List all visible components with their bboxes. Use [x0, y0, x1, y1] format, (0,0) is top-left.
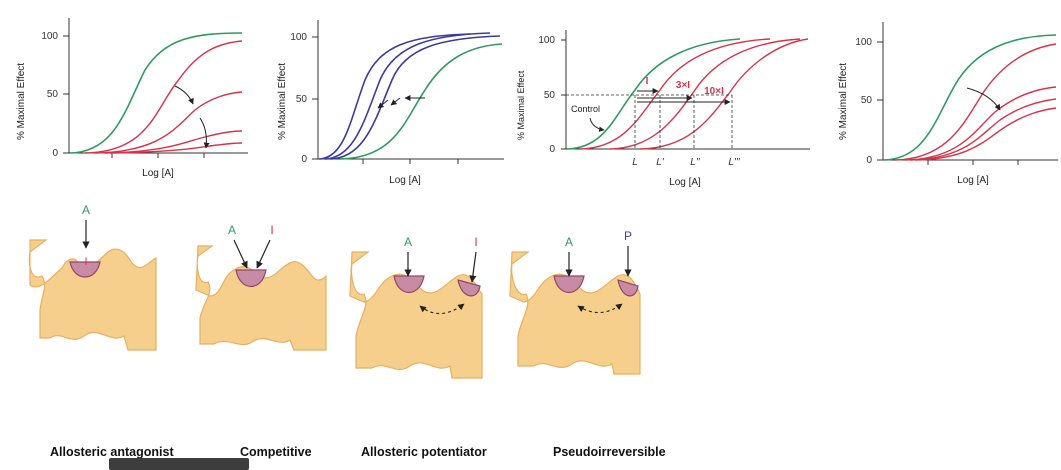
pseudo-curve-1 [894, 43, 1057, 161]
competitive-curve-3 [329, 35, 501, 160]
y-axis-label: % Maximal Effect [838, 63, 849, 140]
pseudo-curve-2 [904, 86, 1057, 161]
ligand-label-I: I [84, 256, 87, 268]
y-tick-50: 50 [47, 89, 59, 100]
shift-arrow [966, 87, 1001, 111]
x-axis-label: Log [A] [669, 177, 701, 188]
control-label: Control [571, 104, 600, 114]
ligand-arrow-A [233, 239, 248, 269]
shift-arrow-1 [174, 85, 194, 105]
shift-label-10x: 10×I [704, 86, 724, 97]
control-curve [69, 32, 243, 154]
antagonist-curve-3 [104, 130, 243, 154]
x-mark-L3: L''' [728, 157, 740, 168]
y-tick-100: 100 [855, 37, 872, 48]
control-curve [566, 38, 741, 150]
receptor-pseudoirreversible: A P [509, 229, 641, 375]
receptor-body [509, 251, 641, 375]
y-tick-50: 50 [544, 90, 556, 101]
shift-arrow-2 [390, 97, 401, 106]
binding-site-orthosteric [553, 275, 585, 293]
y-tick-100: 100 [538, 35, 555, 46]
receptor-competitive: A I [195, 223, 327, 351]
ligand-label-I: I [270, 223, 273, 237]
ligand-label-A: A [404, 235, 412, 249]
x-axis-label: Log [A] [142, 168, 174, 179]
y-tick-0: 0 [549, 144, 555, 155]
antagonist-curve-2 [94, 91, 243, 154]
cooperativity-arrow [577, 303, 623, 314]
receptor-allosteric-antagonist: A I [28, 203, 157, 351]
binding-site [69, 261, 101, 278]
shifted-curve-3 [639, 38, 809, 150]
x-mark-L2: L'' [690, 157, 700, 168]
binding-site-allosteric [457, 279, 481, 297]
receptor-body [349, 251, 483, 379]
ligand-label-A: A [82, 203, 90, 217]
ligand-label-P: P [624, 229, 632, 243]
shifted-curve-1 [579, 38, 771, 150]
x-mark-L1: L' [656, 157, 665, 168]
receptor-body [28, 239, 157, 351]
y-tick-50: 50 [296, 94, 308, 105]
cooperativity-arrow [419, 303, 465, 315]
y-tick-100: 100 [41, 31, 58, 42]
x-axis-label: Log [A] [957, 175, 989, 186]
antagonist-curve-1 [84, 40, 243, 154]
binding-site [235, 269, 267, 287]
y-axis-label: % Maximal Effect [516, 70, 526, 140]
x-axis-label: Log [A] [389, 175, 421, 186]
ligand-arrow-I [256, 239, 271, 269]
y-tick-0: 0 [52, 148, 58, 159]
caption-allosteric-potentiator: Allosteric potentiator [361, 445, 487, 459]
y-axis-label: % Maximal Effect [277, 63, 288, 140]
ligand-arrow-I [469, 251, 477, 283]
competitive-curve-2 [324, 32, 491, 160]
caption-allosteric-antagonist: Allosteric antagonist [50, 445, 174, 459]
y-axis-label: % Maximal Effect [16, 63, 27, 140]
shift-arrow-2 [199, 117, 210, 149]
competitive-control-curve [339, 43, 503, 160]
competitive-curve-1 [318, 33, 471, 160]
pseudo-curve-3 [909, 98, 1057, 161]
ligand-label-I: I [474, 235, 477, 249]
control-curve [883, 34, 1057, 161]
receptor-body [195, 245, 327, 351]
ligand-label-A: A [228, 223, 236, 237]
shift-label-1x: I [646, 76, 649, 87]
binding-site-orthosteric [393, 275, 425, 293]
caption-pseudoirreversible: Pseudoirreversible [553, 445, 666, 459]
panel-allosteric-antagonist: % Maximal Effect 100 50 0 Log [A] [16, 18, 248, 179]
shift-label-3x: 3×I [676, 80, 690, 91]
shift-arrow-3 [377, 99, 389, 109]
panel-allosteric-potentiator: % Maximal Effect 100 50 0 Log [A] I 3×I … [516, 30, 810, 188]
panel-competitive: % Maximal Effect 100 50 0 Log [A] [277, 20, 504, 186]
caption-competitive: Competitive [240, 445, 312, 459]
y-tick-0: 0 [301, 154, 307, 165]
overlay-chip [109, 458, 249, 470]
shifted-curve-2 [609, 38, 801, 150]
y-tick-50: 50 [861, 95, 873, 106]
binding-site-allosteric [617, 279, 639, 297]
receptor-allosteric-potentiator: A I [349, 235, 483, 379]
ligand-label-A: A [565, 235, 573, 249]
y-tick-0: 0 [866, 155, 872, 166]
x-mark-L: L [632, 157, 638, 168]
control-pointer-arrow [589, 117, 605, 132]
pseudo-curve-4 [914, 107, 1057, 161]
panel-pseudoirreversible: % Maximal Effect 100 50 0 Log [A] [838, 22, 1058, 186]
y-tick-100: 100 [290, 32, 307, 43]
